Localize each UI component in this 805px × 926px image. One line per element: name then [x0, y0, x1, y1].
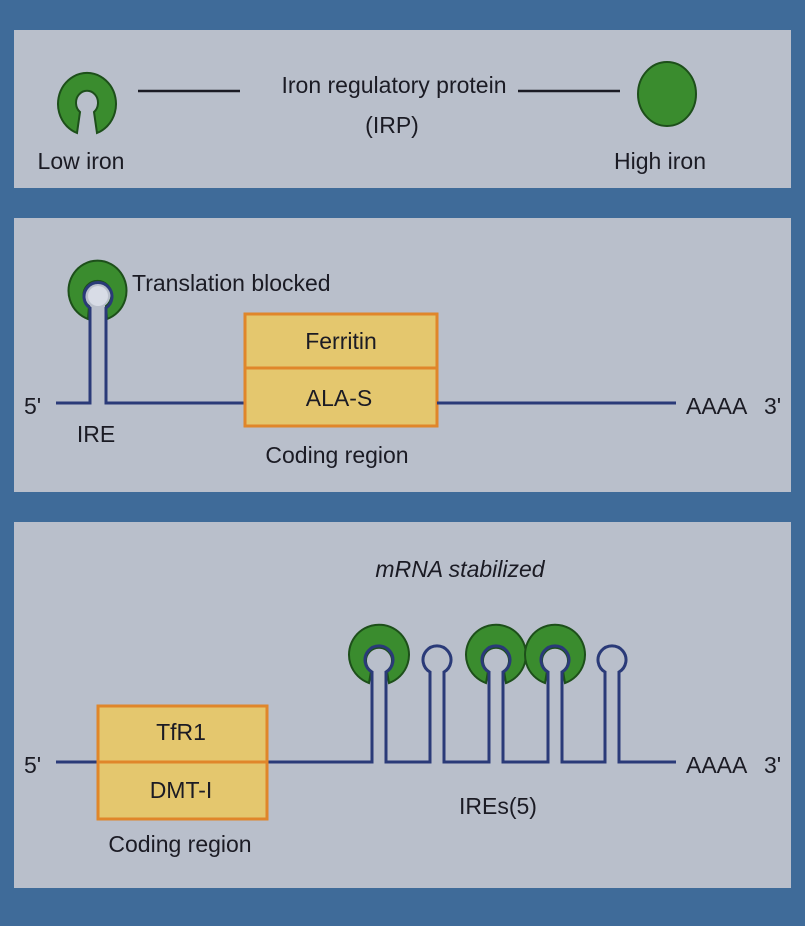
- low-iron-label: Low iron: [38, 148, 125, 174]
- coding-region-label: Coding region: [265, 442, 408, 468]
- ire-loop-inner: [88, 286, 108, 306]
- five-prime-label: 5': [24, 752, 41, 778]
- irp-low-iron-icon: [57, 71, 117, 135]
- irp-bound-icon-3: [524, 623, 586, 685]
- mrna-stabilized-label: mRNA stabilized: [375, 556, 545, 582]
- ires-label: IREs(5): [459, 793, 537, 819]
- tfr-svg: mRNA stabilized TfR1 DMT-I 5' AAAA 3' IR…: [24, 556, 781, 857]
- irp-high-iron-icon: [637, 61, 697, 127]
- three-prime-label: 3': [764, 393, 781, 419]
- legend-title-line1: Iron regulatory protein: [281, 72, 506, 98]
- ferritin-svg: Ferritin ALA-S Translation blocked 5' AA…: [24, 259, 781, 468]
- dmt1-box: [96, 760, 269, 821]
- tfr-panel: mRNA stabilized TfR1 DMT-I 5' AAAA 3' IR…: [14, 522, 791, 888]
- alas-box: [243, 366, 439, 428]
- poly-a-label: AAAA: [686, 393, 748, 419]
- legend-svg: Iron regulatory protein (IRP) Low iron H…: [38, 61, 706, 174]
- legend-title-line2: (IRP): [365, 112, 419, 138]
- irp-bound-icon: [67, 259, 128, 321]
- three-prime-label: 3': [764, 752, 781, 778]
- ire-stem-loop: [56, 281, 244, 405]
- irp-bound-icon-1: [348, 623, 410, 685]
- tfr1-label: TfR1: [156, 719, 206, 745]
- five-prime-label: 5': [24, 393, 41, 419]
- translation-blocked-label: Translation blocked: [132, 270, 331, 296]
- high-iron-label: High iron: [614, 148, 706, 174]
- irp-bound-icon-2: [465, 623, 527, 685]
- ferritin-label: Ferritin: [305, 328, 377, 354]
- poly-a-label: AAAA: [686, 752, 748, 778]
- alas-label: ALA-S: [306, 385, 372, 411]
- ferritin-panel: Ferritin ALA-S Translation blocked 5' AA…: [14, 218, 791, 492]
- coding-region-label: Coding region: [108, 831, 251, 857]
- dmt1-label: DMT-I: [150, 777, 213, 803]
- legend-panel: Iron regulatory protein (IRP) Low iron H…: [14, 30, 791, 188]
- ire-label: IRE: [77, 421, 115, 447]
- ires-strand: [267, 644, 676, 764]
